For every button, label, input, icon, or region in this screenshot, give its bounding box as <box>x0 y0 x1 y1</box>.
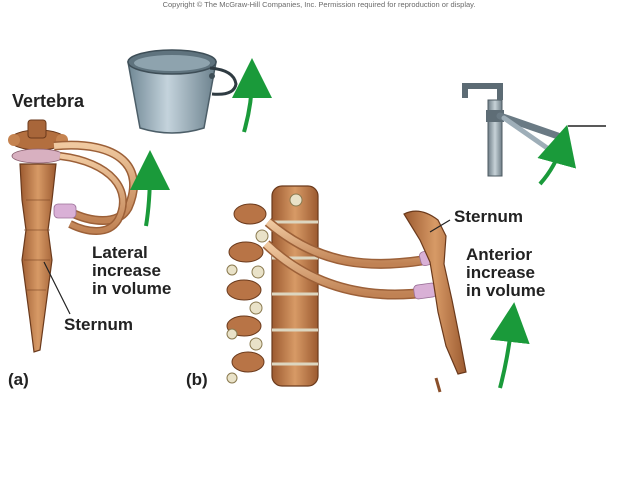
lateral-line-1: Lateral <box>92 243 148 262</box>
lateral-increase-label: Lateral increase in volume <box>92 244 171 298</box>
sternum-a-pointer <box>43 261 71 315</box>
vertebral-column <box>226 185 319 387</box>
pump-motion-arrow <box>537 124 577 186</box>
sternum-b-pointer <box>429 219 451 233</box>
bucket-motion-arrow <box>231 58 272 133</box>
anterior-line-2: increase <box>466 263 535 282</box>
sternum-a-label: Sternum <box>64 315 133 334</box>
ribs-lateral <box>53 140 138 235</box>
anterior-increase-arrow <box>489 302 530 389</box>
lateral-increase-arrow <box>129 150 170 227</box>
lateral-line-2: increase <box>92 261 161 280</box>
anterior-line-1: Anterior <box>466 245 533 264</box>
sternum-a <box>19 163 57 353</box>
anterior-line-3: in volume <box>466 281 546 300</box>
ribs-anterior <box>262 218 443 300</box>
vertebra-label: Vertebra <box>12 91 85 111</box>
bucket-handle-icon <box>127 49 238 134</box>
panel-b-label: (b) <box>186 370 208 389</box>
panel-b-illustration <box>226 83 606 393</box>
panel-a-label: (a) <box>8 370 29 389</box>
panel-a-illustration <box>8 49 272 353</box>
pump-handle-icon <box>462 83 562 177</box>
sternum-b <box>403 210 467 393</box>
lateral-line-3: in volume <box>92 279 172 298</box>
sternum-b-label: Sternum <box>454 207 523 226</box>
anterior-increase-label: Anterior increase in volume <box>466 246 545 300</box>
copyright-notice: Copyright © The McGraw-Hill Companies, I… <box>162 0 476 9</box>
